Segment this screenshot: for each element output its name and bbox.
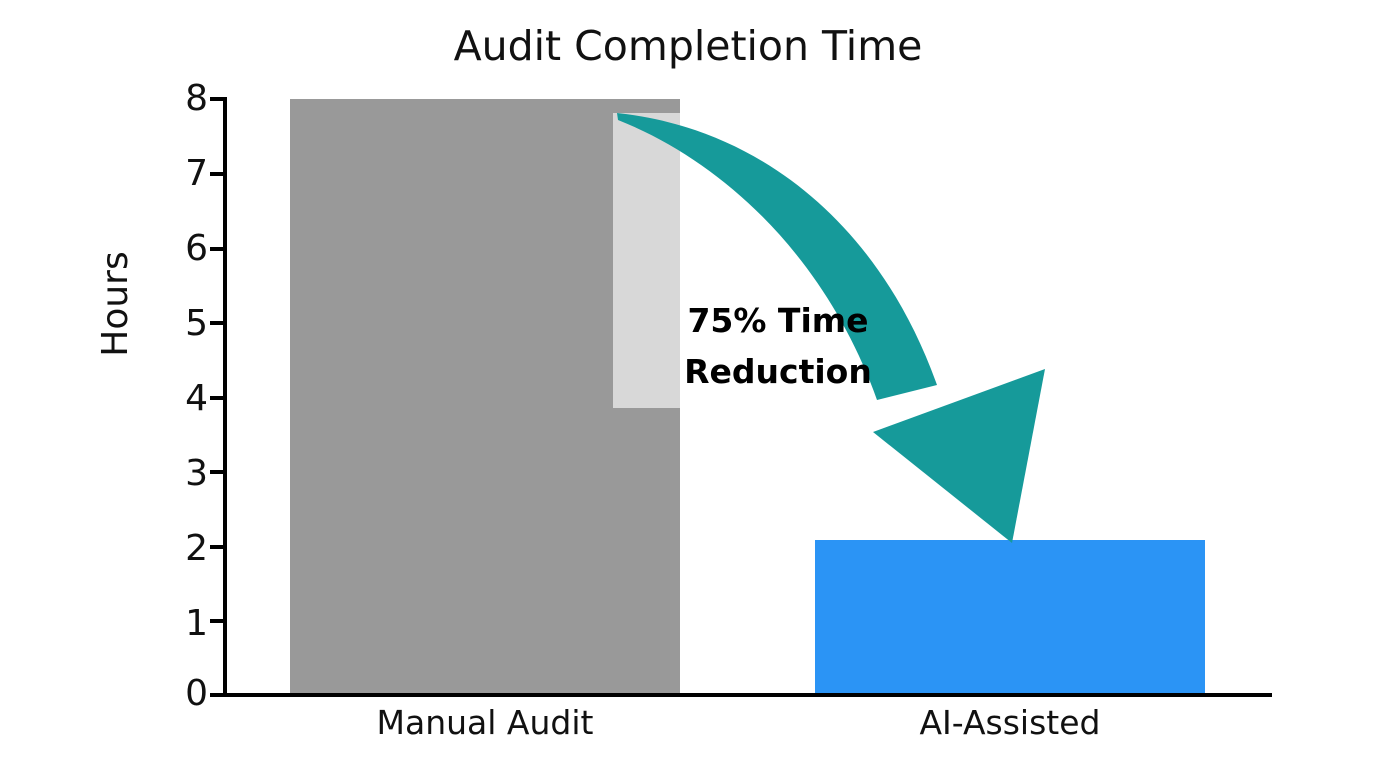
y-tick-label-0: 0 (185, 673, 208, 714)
y-axis (210, 97, 227, 697)
y-tick-label-6: 6 (185, 228, 208, 269)
y-tick-label-8: 8 (185, 78, 208, 119)
y-tick-label-2: 2 (185, 528, 208, 569)
savings-highlight-patch (613, 113, 680, 408)
time-reduction-annotation: 75% Time Reduction (655, 295, 901, 397)
chart-title: Audit Completion Time (453, 22, 923, 70)
y-tick-label-7: 7 (185, 153, 208, 194)
bar-ai-assisted (815, 540, 1205, 695)
annotation-line-1: 75% Time (687, 301, 869, 340)
x-tick-label-manual-audit: Manual Audit (376, 703, 594, 742)
y-tick-label-4: 4 (185, 378, 208, 419)
y-tick-label-5: 5 (185, 303, 208, 344)
y-tick-label-1: 1 (185, 603, 208, 644)
y-axis-ticks (210, 97, 225, 697)
reduction-arrow-head (873, 369, 1045, 543)
annotation-line-2: Reduction (684, 352, 872, 391)
reduction-arrow (617, 113, 1045, 543)
reduction-arrow-tail (617, 113, 937, 400)
y-tick-label-3: 3 (185, 453, 208, 494)
x-tick-label-ai-assisted: AI-Assisted (919, 703, 1101, 742)
y-axis-tick-labels: 8 7 6 5 4 3 2 1 0 (140, 0, 208, 768)
